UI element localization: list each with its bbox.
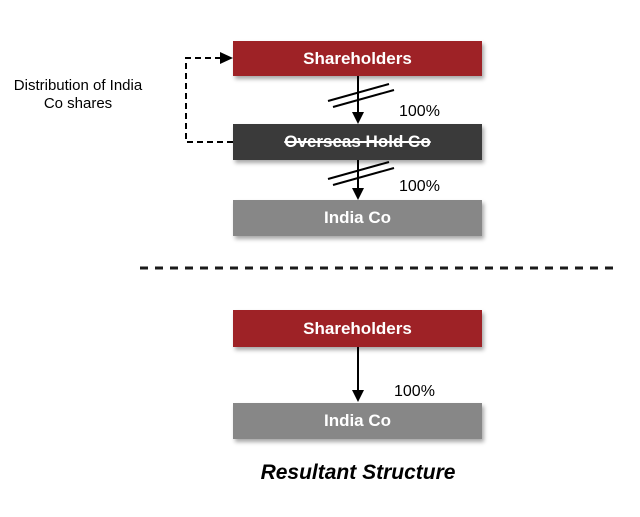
overseas-hold-co-box: Overseas Hold Co — [233, 124, 482, 160]
shareholders-box-after: Shareholders — [233, 310, 482, 347]
ownership-percentage: 100% — [394, 383, 435, 400]
ownership-percentage: 100% — [399, 178, 440, 195]
arrowhead-down-icon — [352, 390, 364, 402]
resultant-structure-caption: Resultant Structure — [260, 461, 456, 484]
india-co-box-before: India Co — [233, 200, 482, 236]
overseas-label: Overseas Hold Co — [284, 132, 431, 151]
ownership-percentage: 100% — [399, 103, 440, 120]
break-mark-line — [327, 161, 390, 180]
arrowhead-down-icon — [352, 188, 364, 200]
break-mark-line — [327, 83, 390, 102]
annotation-line: Co shares — [43, 95, 113, 112]
break-mark-line — [332, 89, 395, 108]
shareholders-box-before: Shareholders — [233, 41, 482, 76]
break-mark-line — [332, 167, 395, 186]
shareholders-label: Shareholders — [303, 48, 412, 68]
arrowhead-down-icon — [352, 112, 364, 124]
shareholders-label: Shareholders — [303, 318, 412, 338]
india-label: India Co — [323, 208, 392, 227]
india-label: India Co — [323, 411, 392, 430]
distribution-dashed-connector — [185, 57, 233, 143]
distribution-arrowhead-icon — [220, 52, 233, 64]
annotation-line: Distribution of India — [13, 77, 143, 94]
distribution-annotation: Distribution of India Co shares — [0, 77, 156, 113]
india-co-box-after: India Co — [233, 403, 482, 439]
